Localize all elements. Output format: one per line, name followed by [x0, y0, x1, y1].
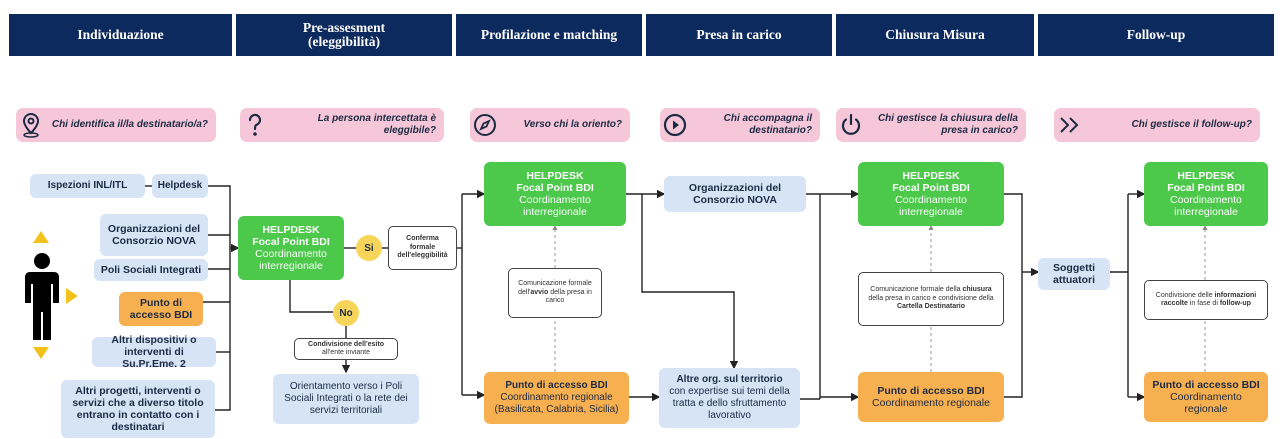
box-altri-progetti: Altri progetti, interventi o servizi che…: [61, 380, 215, 438]
arrow-down-icon: [33, 347, 49, 359]
power-icon: [836, 110, 866, 140]
question-oriento: Verso chi la oriento?: [470, 108, 630, 142]
question-text: Chi gestisce il follow-up?: [1131, 119, 1252, 130]
box-comunicazione-chiusura: Comunicazione formale della chiusura del…: [858, 272, 1004, 326]
question-accompagna: Chi accompagna il destinatario?: [660, 108, 820, 142]
question-eleggibile: La persona intercettata è eleggibile?: [240, 108, 444, 142]
question-text: Chi identifica il/la destinatario/a?: [51, 119, 208, 130]
box-helpdesk-focal-point-3: HELPDESK Focal Point BDI Coordinamento i…: [858, 162, 1004, 226]
box-punto-bdi-regionale-3: Punto di accesso BDI Coordinamento regio…: [1144, 372, 1268, 422]
phase-profilazione: Profilazione e matching: [456, 14, 642, 56]
question-text: Chi gestisce la chiusura della presa in …: [877, 113, 1018, 136]
box-helpdesk-focal-point-1: HELPDESK Focal Point BDI Coordinamento i…: [238, 216, 344, 280]
box-helpdesk-focal-point-4: HELPDESK Focal Point BDI Coordinamento i…: [1144, 162, 1268, 226]
box-org-nova: Organizzazioni del Consorzio NOVA: [100, 214, 208, 256]
play-icon: [660, 110, 690, 140]
location-pin-icon: [16, 110, 46, 140]
arrow-up-icon: [33, 231, 49, 243]
decision-no: No: [333, 300, 359, 326]
phase-follow-up: Follow-up: [1038, 14, 1274, 56]
box-helpdesk-focal-point-2: HELPDESK Focal Point BDI Coordinamento i…: [484, 162, 626, 226]
question-identifica: Chi identifica il/la destinatario/a?: [16, 108, 216, 142]
phase-chiusura: Chiusura Misura: [836, 14, 1034, 56]
person-icon: [22, 252, 62, 342]
decision-si: Si: [356, 235, 382, 261]
box-poli-sociali: Poli Sociali Integrati: [94, 259, 208, 281]
phase-pre-assessment: Pre-assesment(eleggibilità): [236, 14, 452, 56]
question-text: Verso chi la oriento?: [523, 119, 622, 130]
box-comunicazione-avvio: Comunicazione formale dell'avvio della p…: [508, 268, 602, 318]
box-conferma-eleggibilita: Conferma formale dell'eleggibilità: [388, 226, 457, 270]
question-follow-up: Chi gestisce il follow-up?: [1054, 108, 1260, 142]
box-helpdesk: Helpdesk: [152, 174, 208, 198]
box-altri-dispositivi: Altri dispositivi o interventi di Su.Pr.…: [92, 334, 216, 370]
box-orientamento: Orientamento verso i Poli Sociali Integr…: [273, 374, 419, 424]
phase-presa-in-carico: Presa in carico: [646, 14, 832, 56]
box-condivisione-esito: Condivisione dell'esito all'ente inviant…: [294, 338, 398, 360]
arrow-right-icon: [66, 288, 78, 304]
box-altre-org: Altre org. sul territorio con expertise …: [659, 368, 800, 428]
box-soggetti-attuatori: Soggetti attuatori: [1038, 258, 1110, 290]
box-punto-bdi: Punto di accesso BDI: [119, 292, 203, 326]
question-chiusura: Chi gestisce la chiusura della presa in …: [836, 108, 1026, 142]
box-punto-bdi-regionale-2: Punto di accesso BDI Coordinamento regio…: [858, 372, 1004, 422]
box-punto-bdi-regionale-1: Punto di accesso BDI Coordinamento regio…: [484, 372, 629, 424]
question-mark-icon: [240, 110, 270, 140]
box-condivisione-follow-up: Condivisione delle informazioni raccolte…: [1144, 280, 1268, 320]
box-org-nova-presa: Organizzazioni del Consorzio NOVA: [664, 176, 806, 212]
box-ispezioni: Ispezioni INL/ITL: [30, 174, 145, 198]
question-text: La persona intercettata è eleggibile?: [317, 113, 436, 136]
compass-icon: [470, 110, 500, 140]
question-text: Chi accompagna il destinatario?: [723, 113, 812, 136]
double-chevron-right-icon: [1054, 110, 1084, 140]
phase-individuazione: Individuazione: [9, 14, 232, 56]
